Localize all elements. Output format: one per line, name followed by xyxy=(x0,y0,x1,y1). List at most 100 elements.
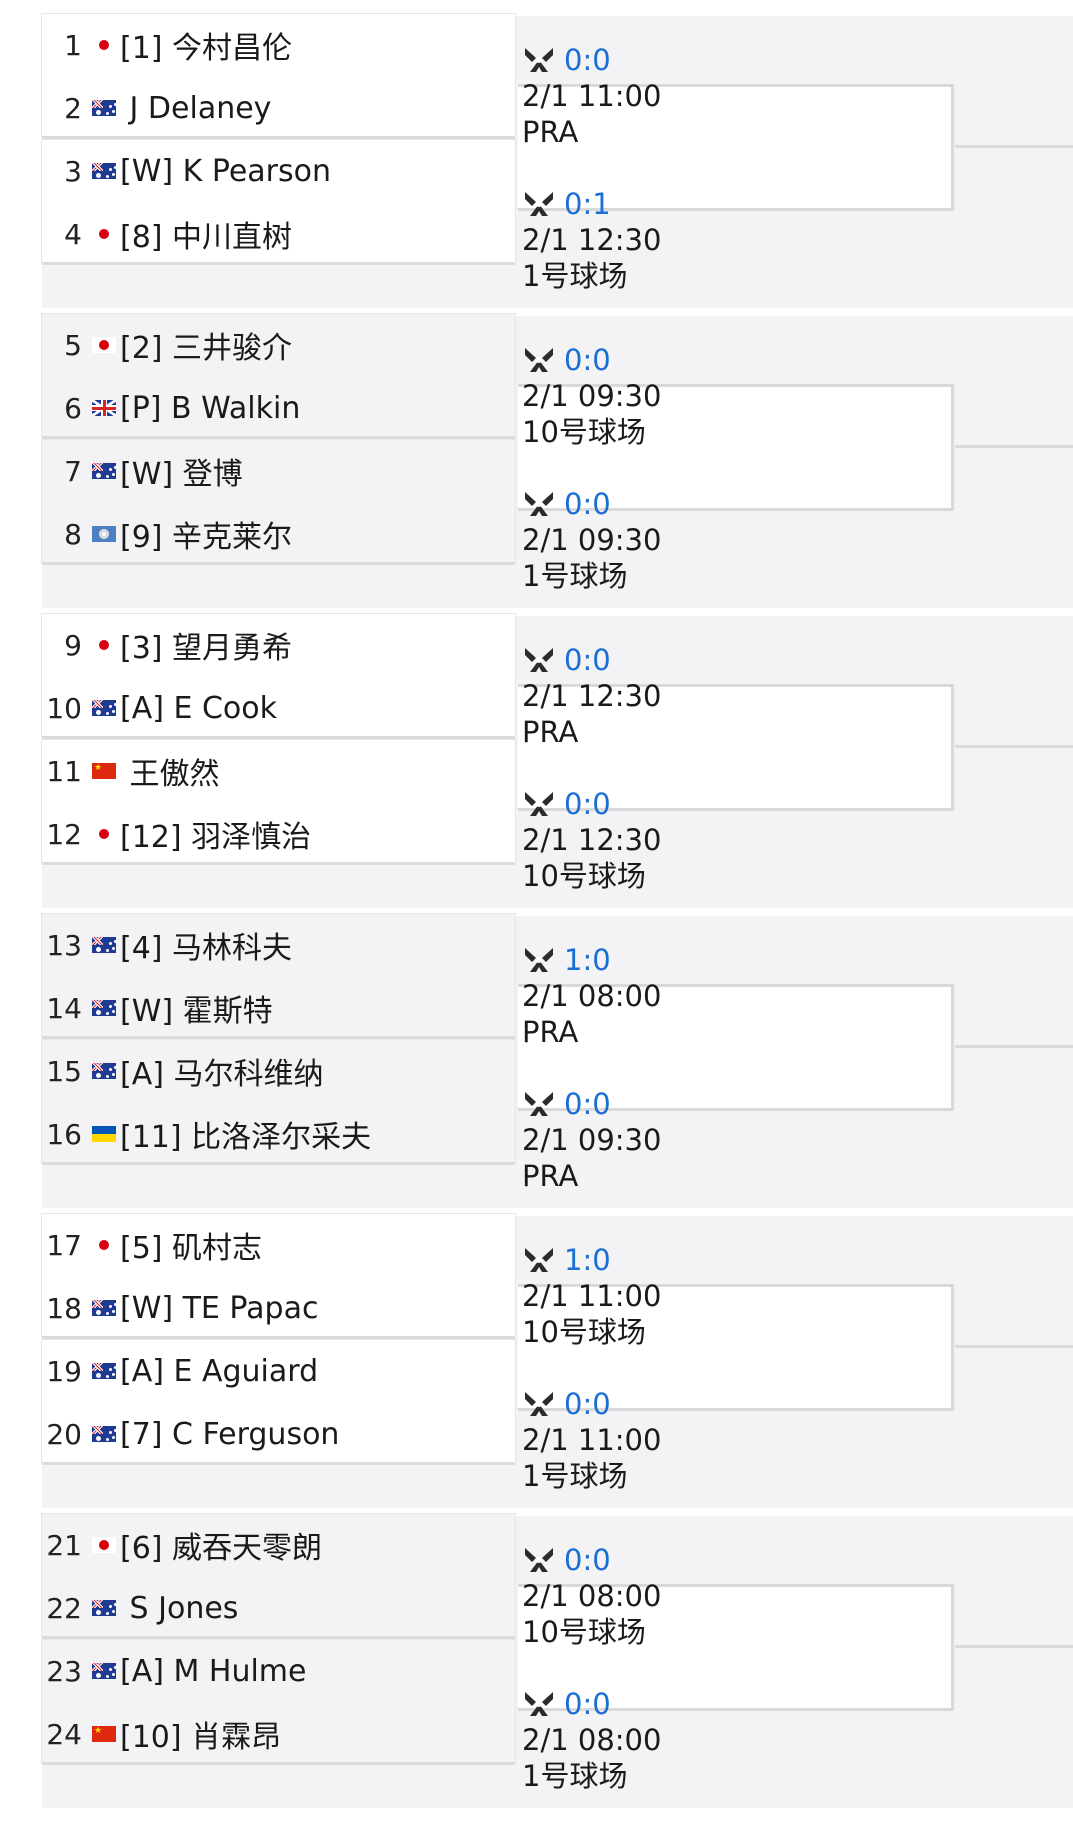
player-row[interactable]: 15[A] 马尔科维纳 xyxy=(42,1040,515,1102)
score-line[interactable]: 0:0 xyxy=(522,42,661,78)
player-name[interactable]: [11] 比洛泽尔采夫 xyxy=(120,1120,372,1155)
score-line[interactable]: 0:1 xyxy=(522,186,661,222)
player-row[interactable]: 16[11] 比洛泽尔采夫 xyxy=(42,1103,515,1165)
player-row[interactable]: 18[W] TE Papac xyxy=(42,1277,515,1339)
player-pair-box xyxy=(42,1514,515,1636)
player-row[interactable]: 8[9] 辛克莱尔 xyxy=(42,503,515,565)
player-row[interactable]: 23 [A] M Hulme xyxy=(42,1640,515,1702)
seed-number: 14 xyxy=(46,991,82,1025)
match-score[interactable]: 0:0 xyxy=(564,1543,611,1577)
player-name[interactable]: [4] 马林科夫 xyxy=(120,931,293,966)
match-score[interactable]: 0:0 xyxy=(564,43,611,77)
player-row[interactable]: 20 [7] C Ferguson xyxy=(42,1403,515,1465)
player-name[interactable]: [W] TE Papac xyxy=(120,1290,319,1326)
score-line[interactable]: 0:0 xyxy=(522,1686,661,1722)
player-name[interactable]: [6] 威吞天零朗 xyxy=(120,1531,323,1566)
player-name[interactable]: [10] 肖霖昂 xyxy=(120,1720,282,1755)
player-row[interactable]: 22 S Jones xyxy=(42,1577,515,1639)
player-row[interactable]: 4[8] 中川直树 xyxy=(42,203,515,265)
player-name[interactable]: [9] 辛克莱尔 xyxy=(120,520,293,555)
player-name[interactable]: S Jones xyxy=(120,1590,239,1626)
player-name[interactable]: [A] 马尔科维纳 xyxy=(120,1057,324,1092)
player-row[interactable]: 7[W] 登博 xyxy=(42,440,515,502)
player-row[interactable]: 11 王傲然 xyxy=(42,740,515,802)
player-name[interactable]: [A] E Aguiard xyxy=(120,1353,319,1389)
player-row[interactable]: 5[2] 三井骏介 xyxy=(42,314,515,376)
match-score[interactable]: 1:0 xyxy=(564,943,611,977)
seed-number: 20 xyxy=(46,1417,82,1451)
player-row[interactable]: 3[W] K Pearson xyxy=(42,140,515,202)
player-row[interactable]: 2 J Delaney xyxy=(42,77,515,139)
match-score[interactable]: 0:0 xyxy=(564,787,611,821)
player-row[interactable]: 19[A] E Aguiard xyxy=(42,1340,515,1402)
match-score[interactable]: 0:0 xyxy=(564,487,611,521)
player-name[interactable]: [W] K Pearson xyxy=(120,153,332,189)
player-row[interactable]: 13[4] 马林科夫 xyxy=(42,914,515,976)
country-flag-icon xyxy=(92,463,116,479)
score-line[interactable]: 1:0 xyxy=(522,1242,661,1278)
score-line[interactable]: 1:0 xyxy=(522,942,661,978)
seed-number: 23 xyxy=(46,1654,82,1688)
player-row[interactable]: 6[P] B Walkin xyxy=(42,377,515,439)
match-score[interactable]: 1:0 xyxy=(564,1243,611,1277)
match-score[interactable]: 0:1 xyxy=(564,187,611,221)
player-row[interactable]: 17[5] 矶村志 xyxy=(42,1214,515,1276)
score-line[interactable]: 0:0 xyxy=(522,486,661,522)
match-score[interactable]: 0:0 xyxy=(564,1387,611,1421)
player-row[interactable]: 21[6] 威吞天零朗 xyxy=(42,1514,515,1576)
player-row[interactable]: 10[A] E Cook xyxy=(42,677,515,739)
score-line[interactable]: 0:0 xyxy=(522,642,661,678)
seed-number: 1 xyxy=(64,28,82,62)
match-court: 1号球场 xyxy=(522,1459,628,1493)
score-line[interactable]: 0:0 xyxy=(522,786,661,822)
player-name[interactable]: [12] 羽泽慎治 xyxy=(120,820,312,855)
player-name[interactable]: [7] C Ferguson xyxy=(120,1416,340,1452)
match-score[interactable]: 0:0 xyxy=(564,1087,611,1121)
player-name[interactable]: J Delaney xyxy=(120,90,272,126)
score-line[interactable]: 0:0 xyxy=(522,342,661,378)
player-name[interactable]: [1] 今村昌伦 xyxy=(120,31,293,66)
player-row[interactable]: 1 [1] 今村昌伦 xyxy=(42,14,515,76)
player-name[interactable]: [W] 霍斯特 xyxy=(120,994,273,1029)
player-row[interactable]: 12[12] 羽泽慎治 xyxy=(42,803,515,865)
match-score[interactable]: 0:0 xyxy=(564,1687,611,1721)
player-name[interactable]: [A] M Hulme xyxy=(120,1653,307,1689)
player-name[interactable]: [W] 登博 xyxy=(120,457,243,492)
player-pair-box xyxy=(42,440,515,562)
match-time: 2/1 09:30 xyxy=(522,379,662,413)
match-court: 1号球场 xyxy=(522,559,628,593)
match-score[interactable]: 0:0 xyxy=(564,643,611,677)
player-row[interactable]: 9[3] 望月勇希 xyxy=(42,614,515,676)
tennis-rackets-icon xyxy=(522,45,556,75)
player-name[interactable]: [P] B Walkin xyxy=(120,390,301,426)
player-name[interactable]: [3] 望月勇希 xyxy=(120,631,293,666)
match-time: 2/1 11:00 xyxy=(522,1423,662,1457)
score-line[interactable]: 0:0 xyxy=(522,1542,661,1578)
player-name[interactable]: [8] 中川直树 xyxy=(120,220,293,255)
match-score[interactable]: 0:0 xyxy=(564,343,611,377)
player-name[interactable]: [5] 矶村志 xyxy=(120,1231,263,1266)
match-bracket-box xyxy=(518,384,954,511)
score-line[interactable]: 0:0 xyxy=(522,1386,661,1422)
player-name[interactable]: [2] 三井骏介 xyxy=(120,331,293,366)
match-court: PRA xyxy=(522,1015,579,1049)
player-name[interactable]: 王傲然 xyxy=(120,757,220,792)
player-pair-box xyxy=(42,614,515,736)
player-row[interactable]: 14 [W] 霍斯特 xyxy=(42,977,515,1039)
score-line[interactable]: 0:0 xyxy=(522,1086,661,1122)
player-name[interactable]: [A] E Cook xyxy=(120,690,277,726)
country-flag-icon xyxy=(92,1237,116,1253)
player-row[interactable]: 24[10] 肖霖昂 xyxy=(42,1703,515,1765)
